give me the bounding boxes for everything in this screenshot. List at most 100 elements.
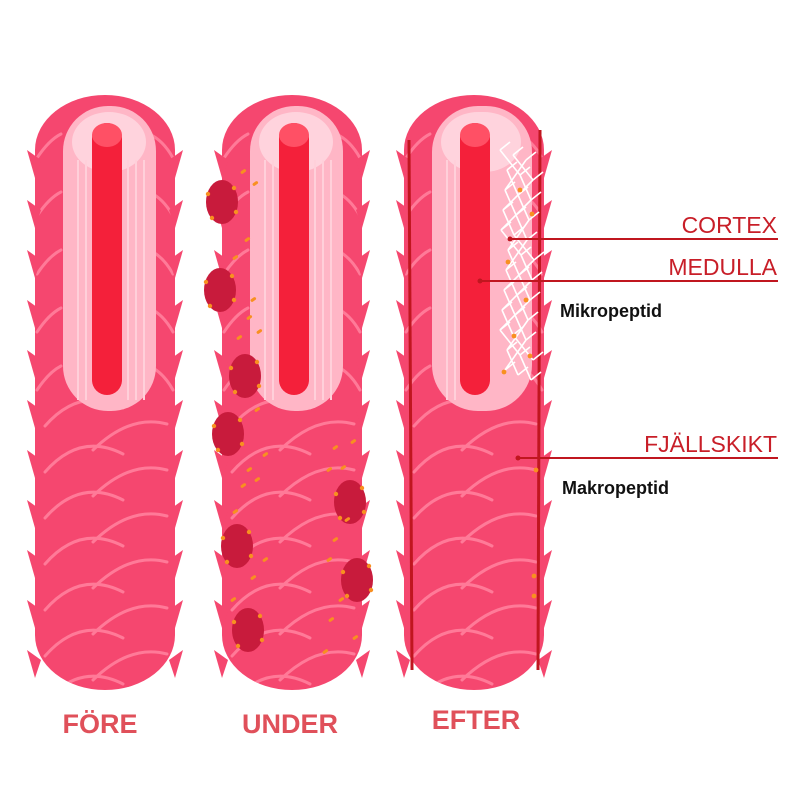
scale-spike: [169, 300, 183, 328]
side-scale-spikes: [396, 150, 552, 678]
scale-spike: [396, 150, 410, 178]
network-dot: [511, 333, 517, 339]
scale-spike: [169, 200, 183, 228]
callout-dot-cortex: [507, 236, 513, 242]
peptide-dot: [235, 643, 241, 649]
stage-label-before: FÖRE: [62, 709, 137, 739]
macropeptide-blob: [204, 268, 236, 312]
peptide-dot: [231, 297, 237, 303]
scale-curve: [230, 444, 312, 474]
scale-spike: [356, 200, 370, 228]
scale-spike: [214, 350, 228, 378]
network-strand: [530, 371, 542, 381]
peptide-dot: [211, 423, 217, 429]
medulla-top: [279, 123, 309, 147]
network-strand: [525, 331, 537, 341]
scale-spike: [396, 450, 410, 478]
network-strand: [520, 246, 532, 256]
medulla-core: [460, 123, 490, 395]
scale-spike: [356, 600, 370, 628]
callout-dot-scale-layer: [515, 455, 521, 461]
network-strand: [506, 349, 519, 376]
network-strand: [515, 206, 527, 216]
scale-curve: [460, 650, 538, 682]
peptide-dot: [224, 559, 230, 565]
scale-spike: [169, 150, 183, 178]
callout-medulla: MEDULLA: [477, 254, 778, 284]
note-micropeptide: Mikropeptid: [560, 301, 662, 321]
peptide-particle: [328, 617, 335, 622]
medulla-core: [279, 123, 309, 395]
medulla-core: [92, 123, 122, 395]
network-strand: [532, 171, 544, 181]
scale-curve: [460, 558, 538, 590]
scale-spike: [356, 300, 370, 328]
network-strand: [528, 211, 540, 221]
network-strand: [513, 226, 525, 236]
network-strand: [505, 269, 518, 296]
hair-strand-during: [203, 95, 374, 690]
network-strand: [506, 341, 518, 351]
peptide-dot: [361, 509, 367, 515]
peptide-particle: [338, 597, 345, 602]
network-strand: [504, 361, 516, 371]
note-macropeptide: Makropeptid: [562, 478, 669, 498]
scale-curve: [43, 628, 125, 658]
peptide-particle: [232, 509, 239, 514]
scale-spike: [538, 400, 552, 428]
network-dot: [533, 467, 539, 473]
callout-scale-layer: FJÄLLSKIKT: [515, 431, 778, 461]
scale-curve: [278, 650, 356, 682]
network-strand: [531, 271, 543, 281]
network-strand: [527, 311, 539, 321]
scale-curve: [412, 582, 494, 612]
scale-curve: [460, 420, 538, 452]
peptide-dot: [366, 563, 372, 569]
network-strand: [501, 301, 513, 311]
scale-curve: [278, 604, 356, 636]
macropeptide-blob: [212, 412, 244, 456]
scale-spike: [214, 150, 228, 178]
callout-cortex: CORTEX: [507, 212, 778, 242]
scale-spike: [356, 650, 370, 678]
scale-curve: [404, 248, 432, 276]
network-strand: [506, 319, 529, 351]
network-strand: [499, 329, 521, 356]
peptide-particle: [254, 477, 261, 482]
peptide-dot: [228, 365, 234, 371]
peptide-particle: [344, 517, 351, 522]
network-strand: [530, 191, 542, 201]
peptide-particle: [332, 445, 339, 450]
callout-label-medulla: MEDULLA: [668, 254, 777, 280]
cortex-fibers: [77, 160, 145, 400]
macropeptide-blobs: [204, 180, 373, 652]
medulla-top: [92, 123, 122, 147]
scale-curve: [404, 306, 432, 334]
scale-spike: [538, 300, 552, 328]
scale-spike: [538, 200, 552, 228]
peptide-particle: [240, 483, 247, 488]
scale-spike: [169, 400, 183, 428]
peptide-particle: [250, 297, 257, 302]
peptide-dot: [257, 613, 263, 619]
peptide-dot: [233, 209, 239, 215]
macropeptide-blob: [206, 180, 238, 224]
scale-curve: [91, 650, 169, 682]
peptide-particle: [240, 169, 247, 174]
network-dot: [517, 187, 523, 193]
scale-spike: [396, 400, 410, 428]
scale-spike: [356, 150, 370, 178]
scale-spike: [396, 350, 410, 378]
network-strand: [501, 309, 514, 336]
scale-spike: [396, 550, 410, 578]
network-strand: [504, 181, 516, 191]
scale-spike: [214, 400, 228, 428]
peptide-particle: [250, 575, 257, 580]
scale-spike: [169, 650, 183, 678]
scale-curve: [222, 306, 250, 334]
scale-curve: [460, 604, 538, 636]
scale-spike: [27, 500, 41, 528]
peptide-dot: [248, 553, 254, 559]
scale-spike: [27, 150, 41, 178]
network-strand: [506, 169, 519, 196]
